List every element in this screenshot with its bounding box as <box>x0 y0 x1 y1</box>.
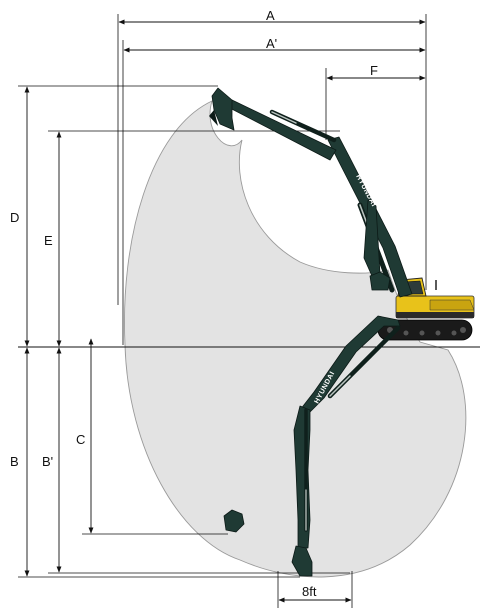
label-8ft: 8ft <box>302 584 317 599</box>
label-F: F <box>370 63 378 78</box>
label-B-prime: B' <box>42 454 53 469</box>
label-C: C <box>76 432 85 447</box>
label-E: E <box>44 233 53 248</box>
dimension-lines <box>24 19 426 603</box>
label-D: D <box>10 210 19 225</box>
label-A: A <box>266 8 275 23</box>
deep-bucket <box>223 509 245 533</box>
dimension-labels: A A' F D E B B' C 8ft <box>8 8 378 599</box>
lower-bucket <box>291 545 313 577</box>
folded-bucket <box>369 271 391 291</box>
excavator-upper: HYUNDAI <box>209 87 475 341</box>
upper-bucket <box>211 87 235 131</box>
upper-stick <box>225 99 337 161</box>
label-A-prime: A' <box>266 36 277 51</box>
label-B: B <box>10 454 19 469</box>
working-envelope <box>124 100 467 578</box>
